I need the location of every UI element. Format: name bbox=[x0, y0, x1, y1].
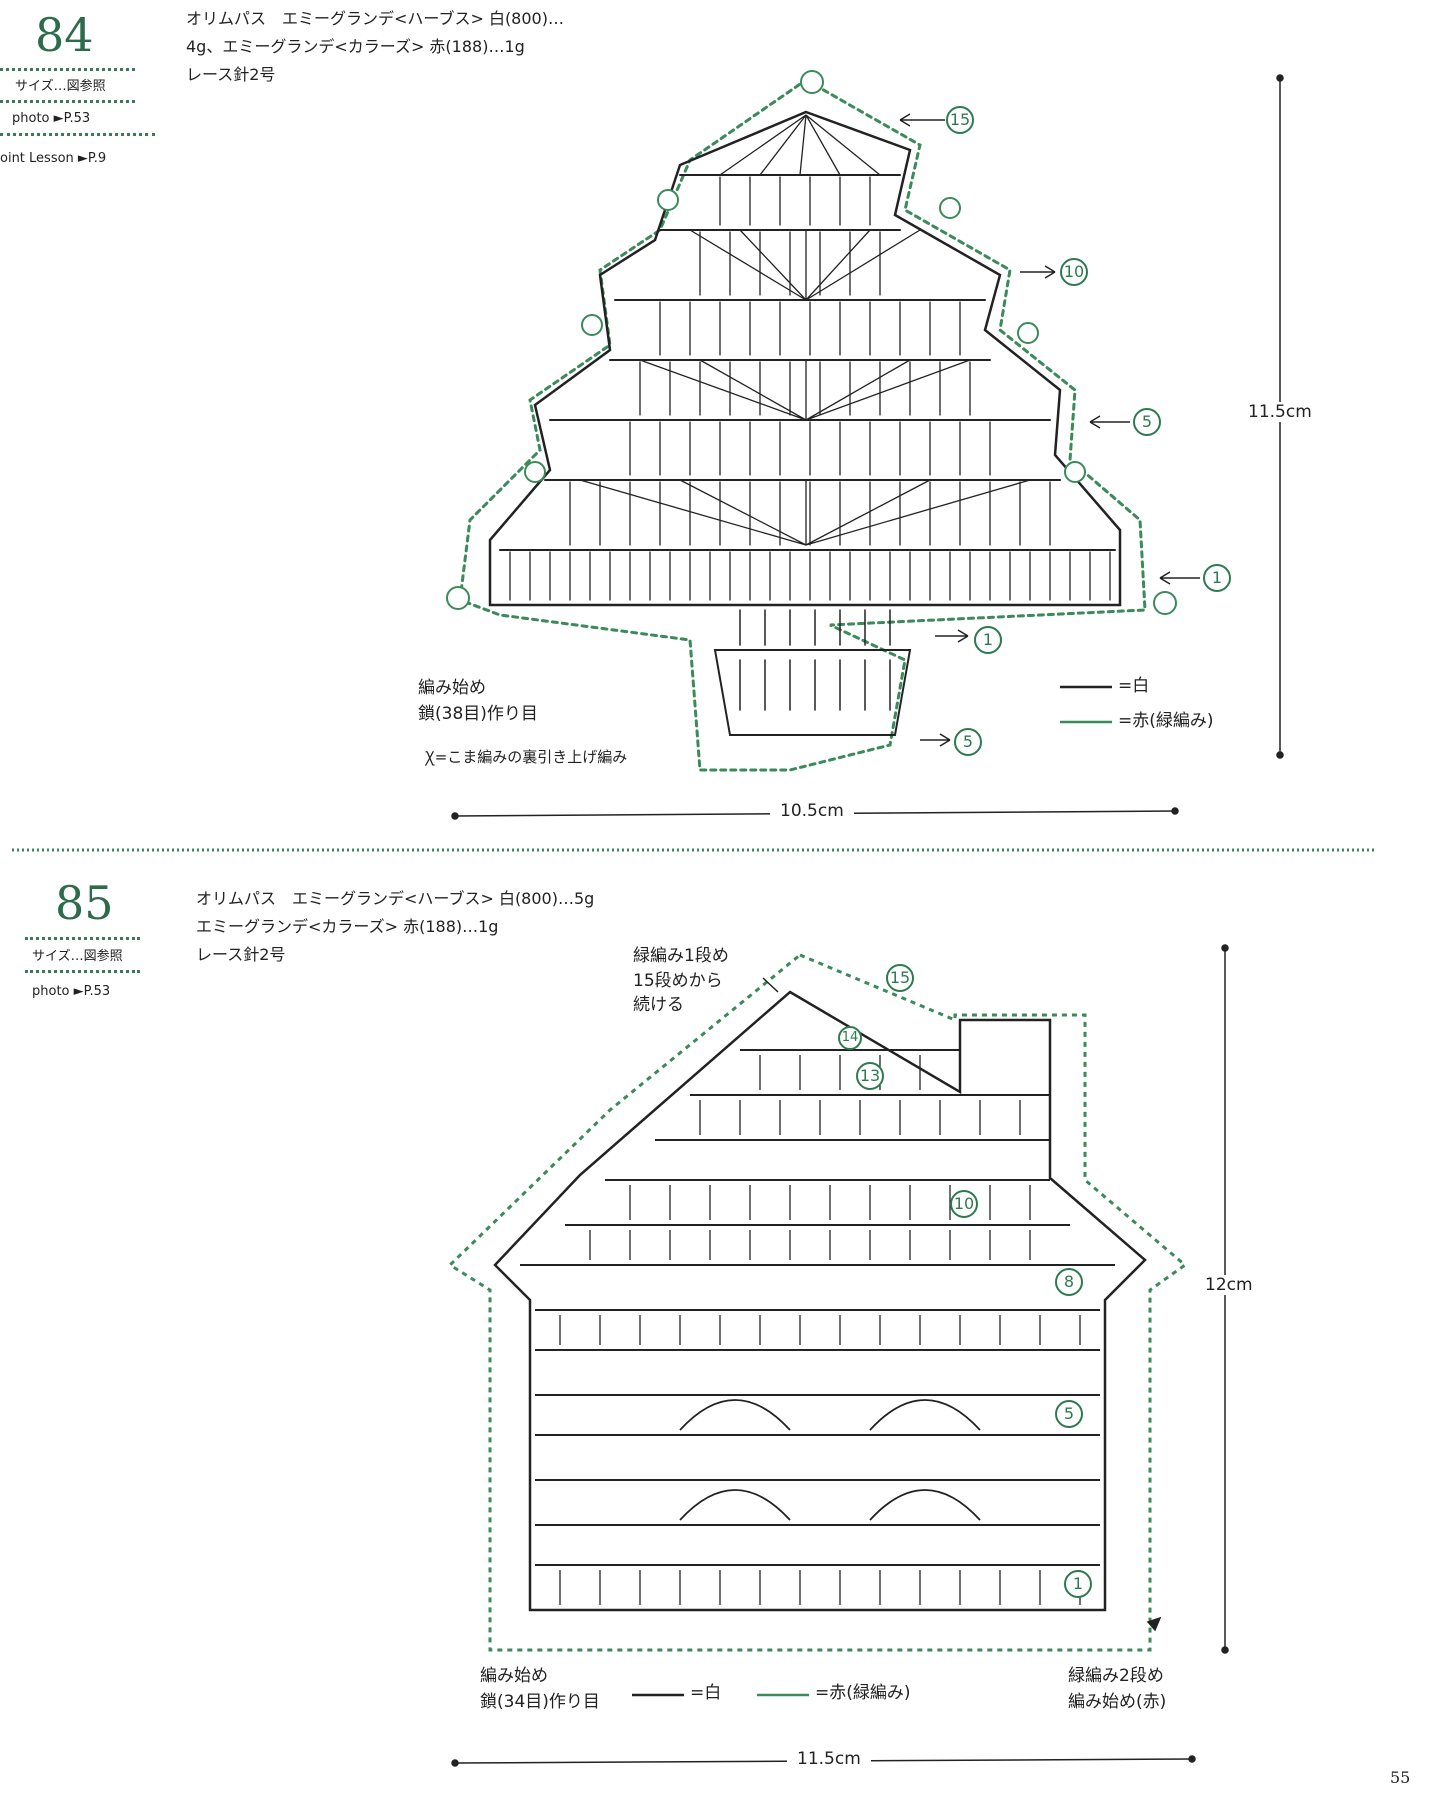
edge-start-label: 緑編み2段め 編み始め(赤) bbox=[1068, 1664, 1166, 1715]
material-line: レース針2号 bbox=[186, 65, 276, 84]
width-label: 11.5cm bbox=[787, 1749, 871, 1769]
divider bbox=[0, 68, 135, 71]
row-marker: 14 bbox=[838, 1026, 862, 1050]
pattern-number: 84 bbox=[35, 8, 94, 62]
height-label: 11.5cm bbox=[1238, 402, 1322, 422]
edge-note: 緑編み1段め 15段めから 続ける bbox=[633, 944, 729, 1018]
row-marker: 1 bbox=[974, 626, 1002, 654]
legend-white: =白 bbox=[690, 1683, 722, 1703]
row-marker: 13 bbox=[856, 1062, 884, 1090]
start-label-line: 編み始め bbox=[418, 678, 486, 698]
symbol-note-text: =こま編みの裏引き上げ編み bbox=[434, 748, 628, 766]
start-label-line: 編み始め bbox=[480, 1666, 548, 1686]
divider bbox=[0, 133, 155, 136]
material-line: エミーグランデ<カラーズ> 赤(188)…1g bbox=[196, 917, 499, 936]
tree-rows bbox=[499, 174, 1116, 606]
photo-ref: photo ►P.53 bbox=[32, 984, 111, 999]
materials: オリムパス エミーグランデ<ハーブス> 白(800)…5g エミーグランデ<カラ… bbox=[196, 886, 594, 970]
photo-ref: photo ►P.53 bbox=[12, 111, 91, 126]
divider bbox=[25, 937, 140, 940]
height-label: 12cm bbox=[1195, 1275, 1263, 1295]
row-marker: 8 bbox=[1055, 1268, 1083, 1296]
row-marker: 1 bbox=[1203, 564, 1231, 592]
dims-84 bbox=[451, 74, 1284, 820]
start-label-line: 鎖(34目)作り目 bbox=[480, 1691, 600, 1712]
material-line: レース針2号 bbox=[196, 945, 286, 964]
tree-outline bbox=[488, 110, 1122, 607]
house-rows bbox=[520, 1049, 1115, 1611]
tree-bobbles bbox=[446, 70, 1177, 615]
edge-note-line: 緑編み1段め bbox=[633, 946, 729, 966]
start-label: 編み始め 鎖(38目)作り目 bbox=[418, 676, 538, 727]
row-marker: 5 bbox=[1133, 408, 1161, 436]
start-label: 編み始め 鎖(34目)作り目 bbox=[480, 1664, 600, 1715]
row-marker: 15 bbox=[886, 964, 914, 992]
house-chart bbox=[447, 953, 1188, 1652]
house-stitches bbox=[559, 1055, 1081, 1605]
lesson-ref: oint Lesson ►P.9 bbox=[0, 151, 107, 166]
start-label-line: 鎖(38目)作り目 bbox=[418, 703, 538, 724]
material-line: オリムパス エミーグランデ<ハーブス> 白(800)…5g bbox=[196, 889, 595, 908]
stitch-symbol-icon: Ꭓ bbox=[425, 748, 435, 766]
pattern-number: 85 bbox=[55, 876, 114, 930]
row-marker: 10 bbox=[950, 1190, 978, 1218]
page-number: 55 bbox=[1390, 1768, 1411, 1787]
row-marker: 5 bbox=[954, 728, 982, 756]
size-text: サイズ…図参照 bbox=[32, 949, 123, 964]
width-label: 10.5cm bbox=[770, 801, 854, 821]
row-marker: 15 bbox=[946, 106, 974, 134]
edge-start-line: 緑編み2段め bbox=[1068, 1666, 1164, 1686]
edge-note-line: 15段めから bbox=[633, 970, 723, 991]
tree-chart bbox=[446, 70, 1177, 772]
materials: オリムパス エミーグランデ<ハーブス> 白(800)… 4g、エミーグランデ<カ… bbox=[186, 6, 564, 90]
row-marker: 10 bbox=[1060, 258, 1088, 286]
material-line: オリムパス エミーグランデ<ハーブス> 白(800)… bbox=[186, 9, 564, 28]
edge-note-line: 続ける bbox=[633, 995, 684, 1016]
edge-start-line: 編み始め(赤) bbox=[1068, 1691, 1167, 1712]
tree-trunk bbox=[713, 609, 912, 736]
size-text: サイズ…図参照 bbox=[15, 79, 106, 94]
legend-red: =赤(緑編み) bbox=[815, 1683, 911, 1703]
row-marker: 1 bbox=[1064, 1570, 1092, 1598]
row-marker: 5 bbox=[1055, 1400, 1083, 1428]
house-arches bbox=[679, 1399, 981, 1521]
house-green-edge bbox=[447, 953, 1188, 1652]
house-outline bbox=[493, 990, 1147, 1612]
symbol-note: Ꭓ=こま編みの裏引き上げ編み bbox=[425, 746, 627, 769]
legend-red: =赤(緑編み) bbox=[1118, 711, 1214, 731]
tree-stitches bbox=[509, 114, 1111, 601]
tree-green-edge bbox=[458, 78, 1147, 772]
divider bbox=[0, 100, 135, 103]
material-line: 4g、エミーグランデ<カラーズ> 赤(188)…1g bbox=[186, 37, 525, 56]
divider bbox=[25, 970, 140, 973]
legend-white: =白 bbox=[1118, 676, 1150, 696]
